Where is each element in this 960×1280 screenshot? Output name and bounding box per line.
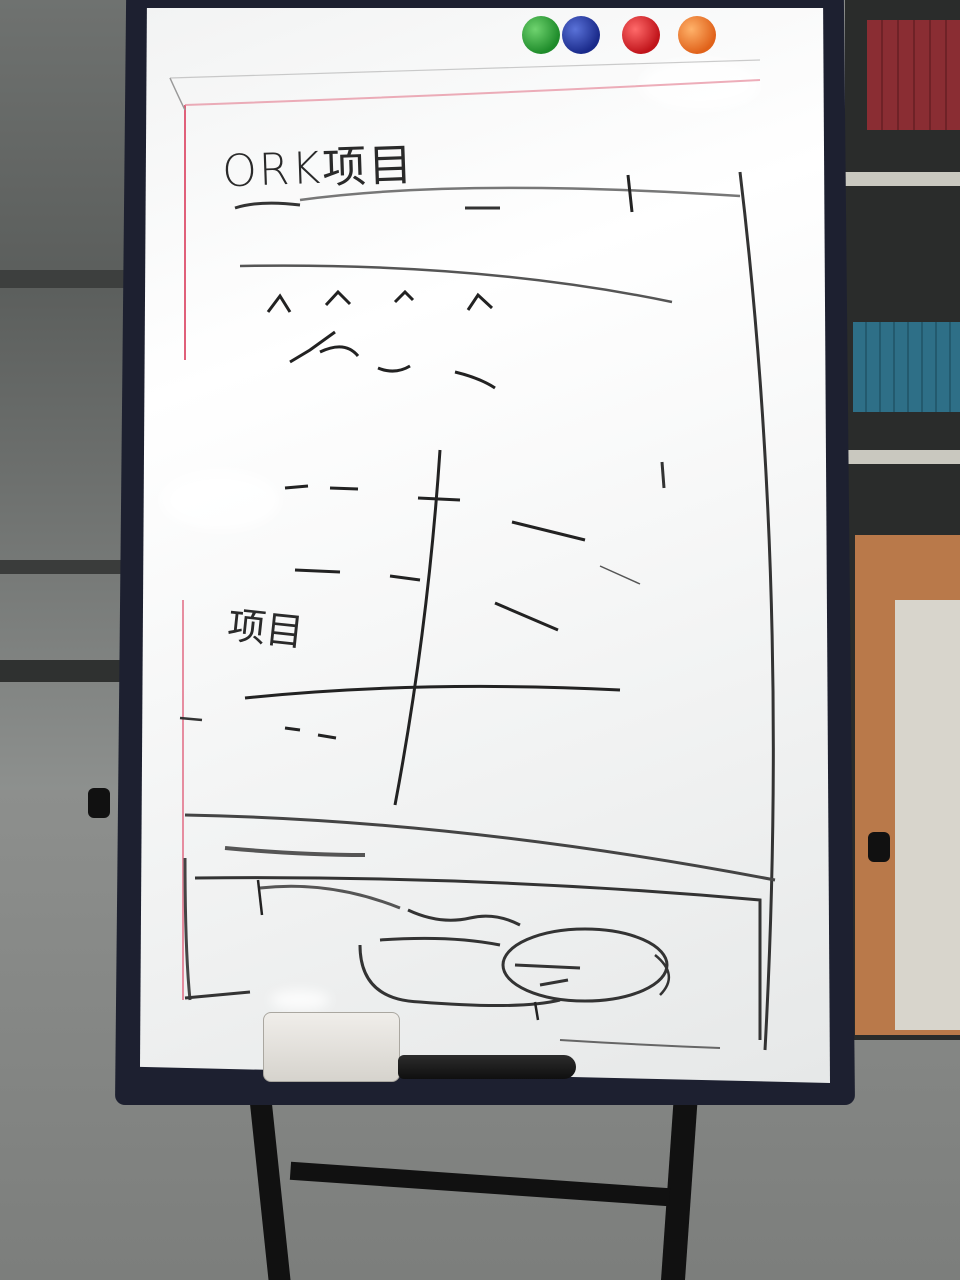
red-magnet[interactable]	[622, 16, 660, 54]
easel-knob-left[interactable]	[88, 788, 110, 818]
blue-magnet[interactable]	[562, 16, 600, 54]
white-cabinet	[895, 600, 960, 1030]
whiteboard-marker[interactable]	[398, 1055, 576, 1079]
easel-knob-right[interactable]	[868, 832, 890, 862]
blue-binders	[853, 322, 960, 412]
board-title-handwriting: ORK项目	[221, 139, 416, 198]
green-magnet[interactable]	[522, 16, 560, 54]
section-label-handwriting: 项目	[225, 603, 306, 655]
whiteboard-eraser[interactable]	[263, 1012, 400, 1082]
red-binders	[867, 20, 960, 130]
orange-magnet[interactable]	[678, 16, 716, 54]
